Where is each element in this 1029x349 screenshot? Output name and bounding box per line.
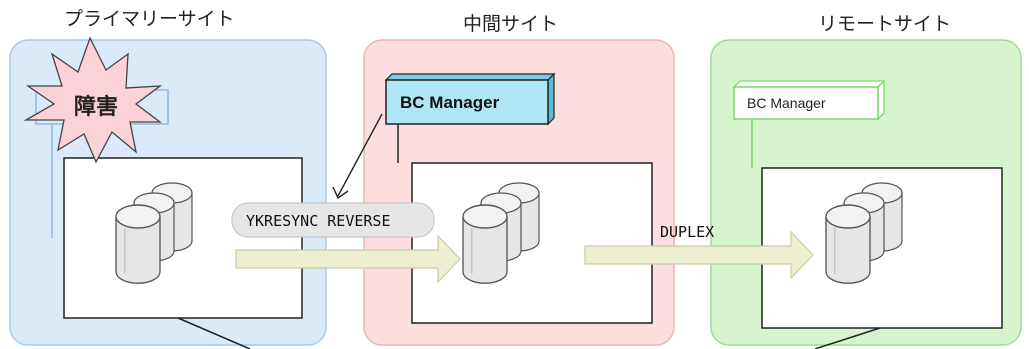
intermediate-site-title: 中間サイト xyxy=(463,13,558,35)
bc-manager-active-3d-depth xyxy=(547,72,555,126)
explosion-icon xyxy=(23,36,163,164)
pair-status-label: DUPLEX xyxy=(660,223,714,241)
command-label-pill xyxy=(231,202,435,238)
remote-site-title: リモートサイト xyxy=(818,13,951,35)
bc-manager-remote-box xyxy=(733,86,879,120)
primary-site-title: プライマリーサイト xyxy=(64,8,235,30)
bc-manager-remote-3d-side xyxy=(732,80,886,88)
command-arrow xyxy=(337,113,383,197)
bc-manager-remote-3d-depth xyxy=(877,79,885,121)
failure-label: 障害 xyxy=(74,94,118,120)
remote-connector-line xyxy=(814,327,881,349)
primary-connector-line xyxy=(177,317,251,349)
copy-arrow-primary-to-intermediate xyxy=(235,234,461,284)
copy-arrow-intermediate-to-remote xyxy=(584,230,814,280)
bc-manager-remote-label: BC Manager xyxy=(747,95,826,111)
bc-manager-active-label: BC Manager xyxy=(400,93,500,112)
command-arrowhead xyxy=(332,186,349,200)
command-label: YKRESYNC REVERSE xyxy=(246,212,391,230)
bc-manager-active-3d-side xyxy=(384,73,556,81)
bc-manager-active-box xyxy=(385,79,549,125)
